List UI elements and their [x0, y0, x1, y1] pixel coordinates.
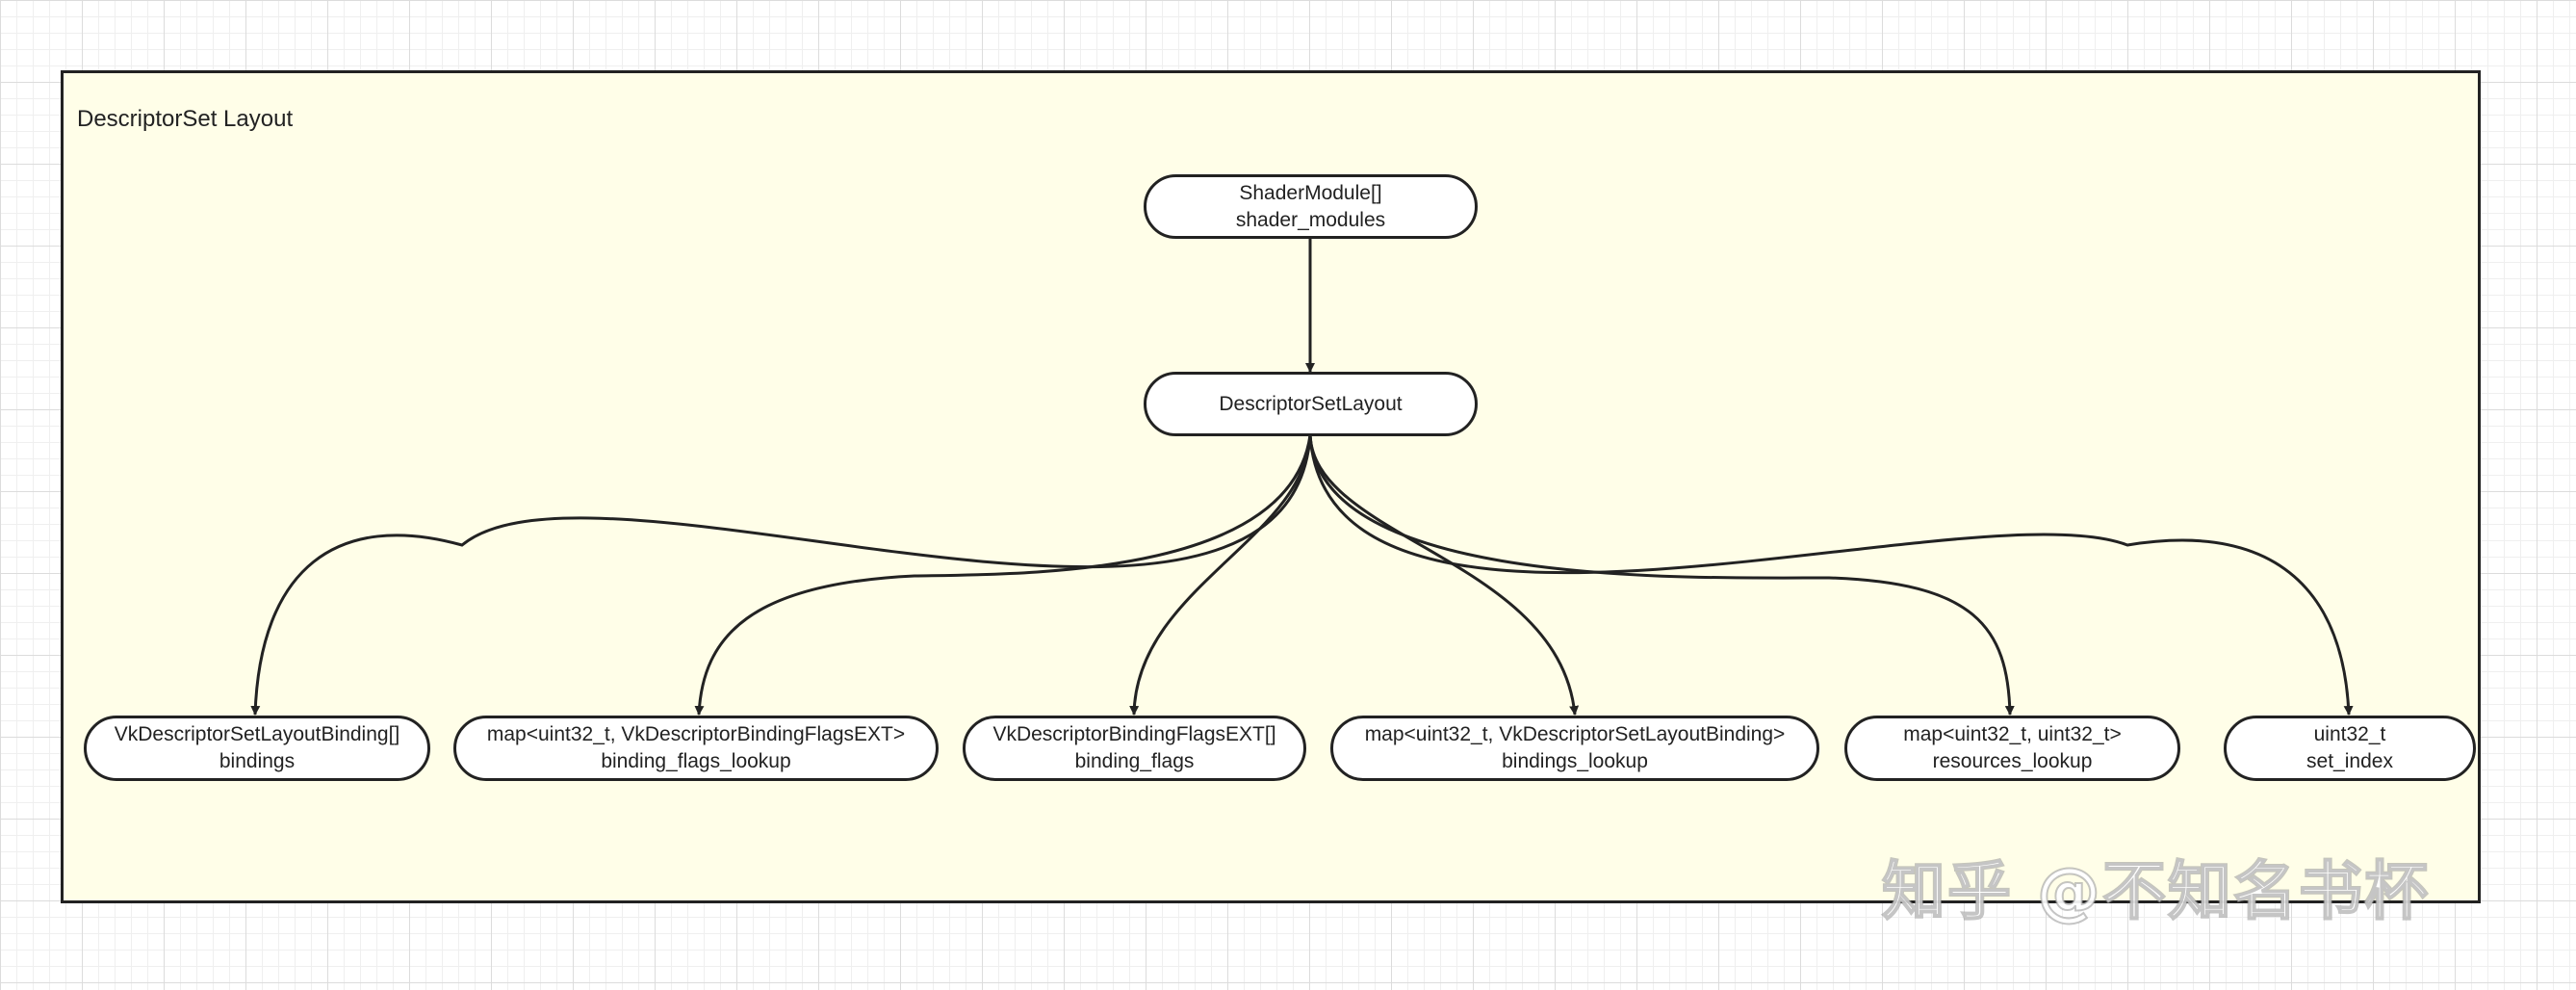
node-bindings[interactable]: VkDescriptorSetLayoutBinding[] bindings — [84, 716, 430, 781]
node-set-index[interactable]: uint32_t set_index — [2224, 716, 2476, 781]
node-binding-flags-name: binding_flags — [1074, 750, 1195, 772]
node-resources-lookup[interactable]: map<uint32_t, uint32_t> resources_lookup — [1844, 716, 2180, 781]
node-binding-flags[interactable]: VkDescriptorBindingFlagsEXT[] binding_fl… — [963, 716, 1306, 781]
node-shader-modules-type: ShaderModule[] — [1239, 181, 1382, 204]
node-descriptor-set-layout-type: DescriptorSetLayout — [1219, 392, 1403, 415]
node-bindings-name: bindings — [219, 750, 296, 772]
node-bindings-lookup[interactable]: map<uint32_t, VkDescriptorSetLayoutBindi… — [1330, 716, 1819, 781]
frame-title: DescriptorSet Layout — [77, 106, 294, 132]
node-shader-modules-name: shader_modules — [1235, 208, 1386, 231]
node-binding-flags-lookup[interactable]: map<uint32_t, VkDescriptorBindingFlagsEX… — [453, 716, 939, 781]
node-binding-flags-lookup-type: map<uint32_t, VkDescriptorBindingFlagsEX… — [486, 723, 906, 745]
node-bindings-type: VkDescriptorSetLayoutBinding[] — [114, 723, 400, 745]
node-bindings-lookup-type: map<uint32_t, VkDescriptorSetLayoutBindi… — [1364, 723, 1786, 745]
node-binding-flags-type: VkDescriptorBindingFlagsEXT[] — [992, 723, 1276, 745]
node-resources-lookup-type: map<uint32_t, uint32_t> — [1903, 723, 2122, 745]
watermark-text: 知乎 @不知名书杯 — [1881, 853, 2430, 929]
node-bindings-lookup-name: bindings_lookup — [1502, 750, 1648, 772]
node-descriptor-set-layout[interactable]: DescriptorSetLayout — [1144, 372, 1478, 436]
node-shader-modules[interactable]: ShaderModule[] shader_modules — [1144, 174, 1478, 239]
node-binding-flags-lookup-name: binding_flags_lookup — [601, 750, 791, 772]
node-set-index-type: uint32_t — [2313, 723, 2386, 745]
node-set-index-name: set_index — [2306, 750, 2393, 772]
node-resources-lookup-name: resources_lookup — [1932, 750, 2093, 772]
